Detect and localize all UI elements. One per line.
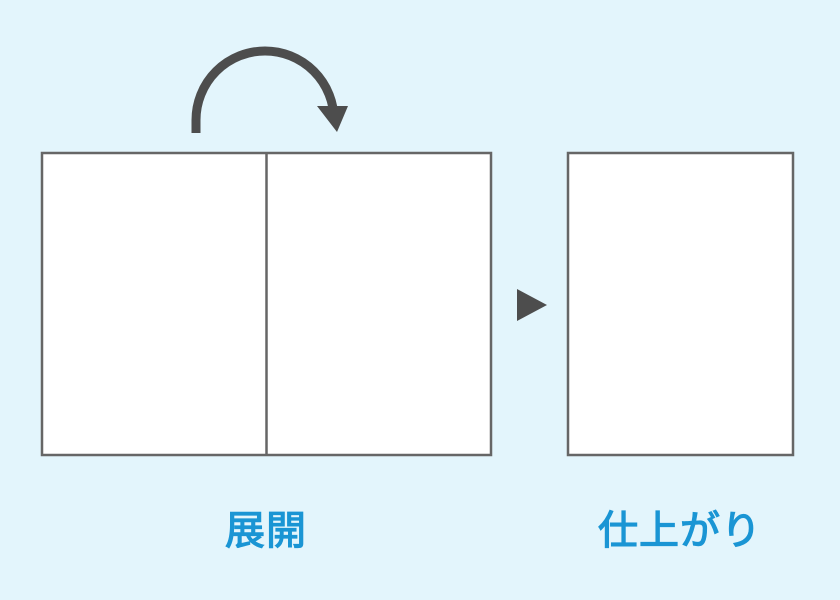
play-triangle-icon	[517, 289, 547, 321]
finished-sheet	[566, 151, 795, 457]
finished-label: 仕上がり	[598, 508, 762, 554]
spread-sheet	[40, 151, 493, 457]
spread-label: 展開	[225, 508, 307, 554]
curved-arrow-icon	[191, 46, 348, 133]
